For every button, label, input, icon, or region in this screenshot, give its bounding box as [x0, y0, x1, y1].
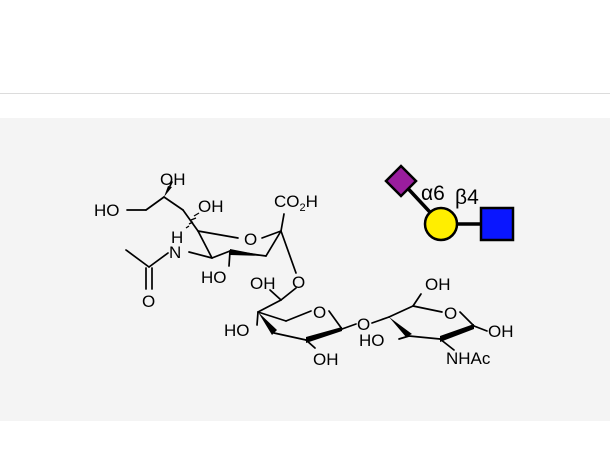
- acetamido-group: [125, 249, 169, 290]
- label-co2h: CO2H: [274, 192, 318, 214]
- circle-icon: [423, 206, 459, 242]
- glcnac-ring: [371, 293, 488, 351]
- label-ho-left: HO: [94, 201, 120, 220]
- label-link-o-gal: O: [357, 315, 370, 334]
- atom-labels: OH HO OH CO2H H N O HO O O OH O HO OH O …: [94, 170, 514, 369]
- label-ho-glc3: HO: [359, 331, 385, 350]
- neu5ac-ring: [188, 213, 297, 274]
- linkage-alpha6-label: α6: [421, 182, 445, 205]
- label-oh-glc6: OH: [425, 275, 451, 294]
- label-oh-anomeric: OH: [488, 322, 514, 341]
- label-nh-n: N: [169, 243, 181, 262]
- label-nh-h: H: [171, 228, 183, 247]
- label-ring-o-gal: O: [313, 303, 326, 322]
- label-ring-o-glc: O: [444, 304, 457, 323]
- top-blank-area: [0, 0, 610, 93]
- diamond-icon: [384, 164, 418, 198]
- galactose-ring: [256, 287, 357, 349]
- label-oh-gal6: OH: [250, 274, 276, 293]
- label-oh-gal2: OH: [313, 350, 339, 369]
- label-nhac: NHAc: [446, 349, 491, 368]
- chemical-structure: [125, 181, 488, 351]
- linkage-beta4-label: β4: [455, 186, 479, 209]
- snfg-symbol-diagram: α6 β4: [384, 164, 515, 242]
- label-carbonyl-o: O: [142, 292, 155, 311]
- label-oh-top: OH: [160, 170, 186, 189]
- label-oh-c7: OH: [198, 197, 224, 216]
- header-divider: [0, 93, 610, 94]
- label-ho-c4: HO: [201, 268, 227, 287]
- square-icon: [479, 206, 515, 242]
- structure-panel: [0, 118, 610, 421]
- neu5ac-side-chain: [126, 181, 200, 232]
- label-ring-o-neu5ac: O: [244, 230, 257, 249]
- label-link-o-neu5ac: O: [292, 273, 305, 292]
- label-ho-gal4: HO: [224, 321, 250, 340]
